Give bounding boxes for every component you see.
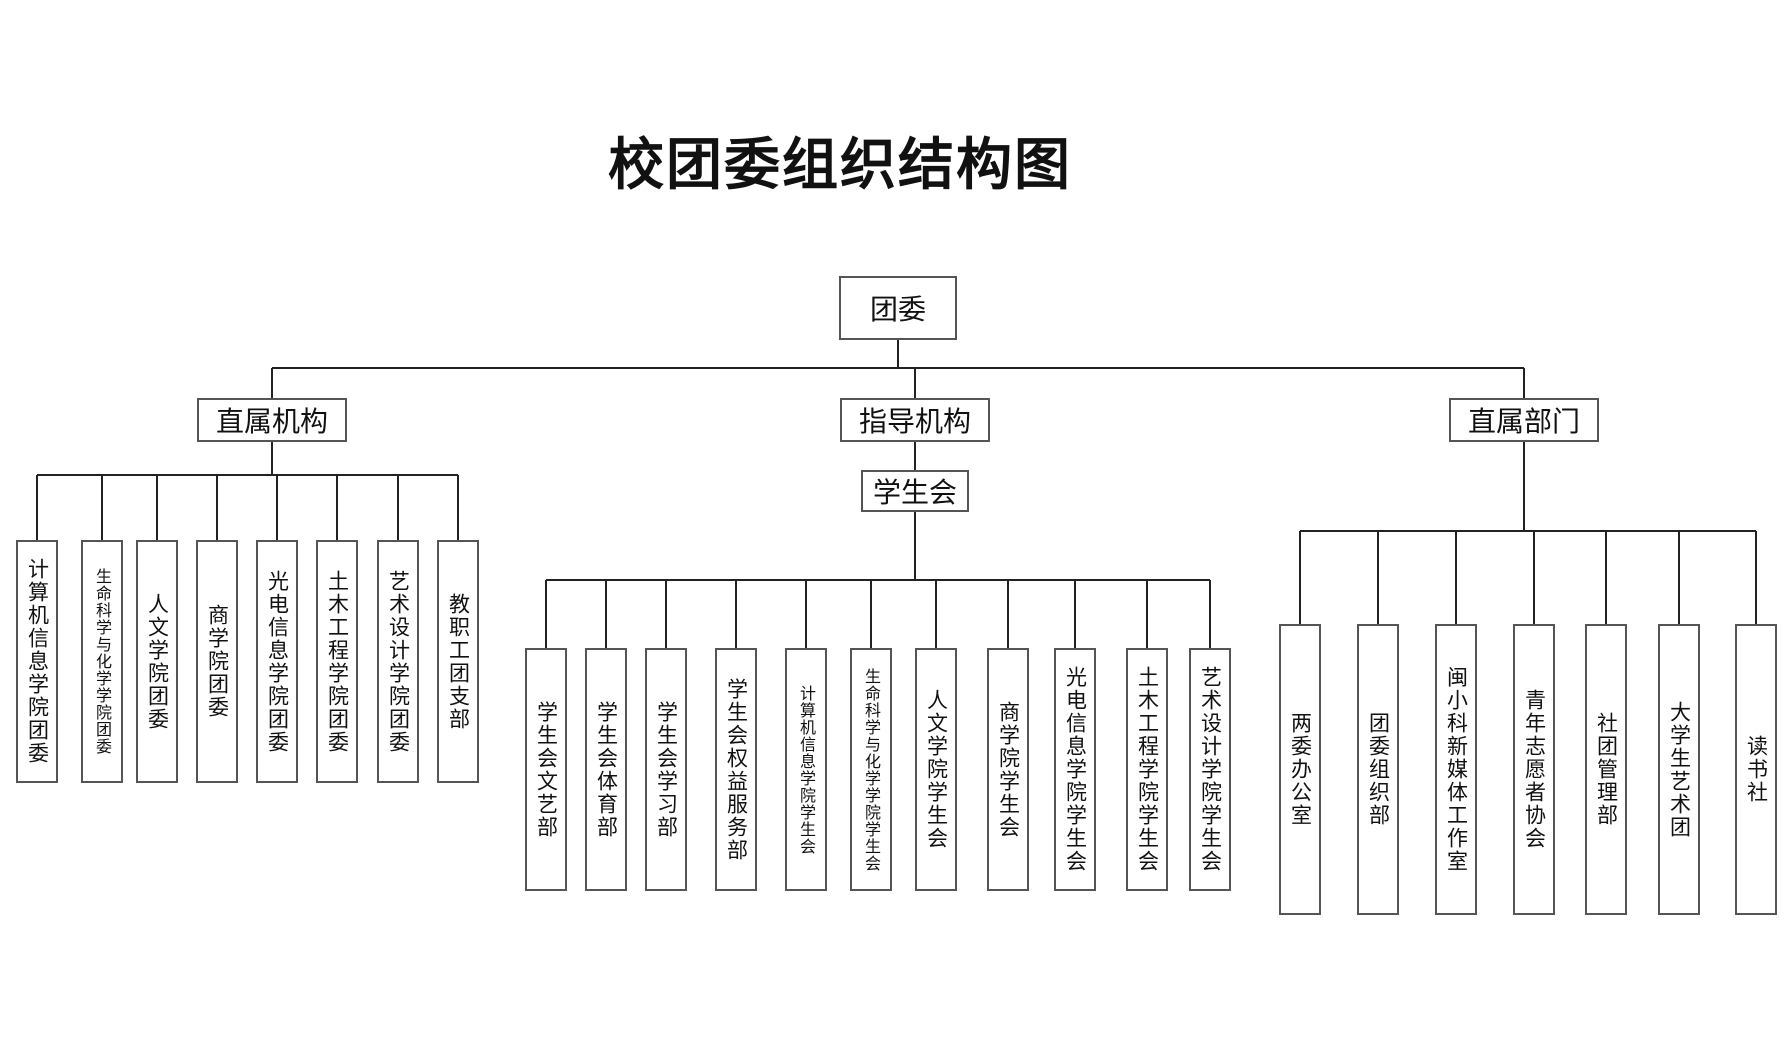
direct-org-unit-label: 艺术设计学院团委 [386, 569, 411, 754]
student-union-dept-label: 生命科学与化学学院学生会 [862, 667, 881, 872]
direct-org-unit: 计算机信息学院团委 [16, 540, 58, 783]
student-union-dept: 光电信息学院学生会 [1054, 648, 1096, 891]
direct-org-unit-label: 商学院团委 [205, 604, 230, 719]
direct-dept-unit-label: 团委组织部 [1366, 712, 1391, 827]
student-union-dept-label: 学生会文艺部 [534, 700, 559, 839]
direct-org-unit: 土木工程学院团委 [316, 540, 358, 783]
student-union-dept: 计算机信息学院学生会 [785, 648, 827, 891]
student-union-dept-label: 学生会权益服务部 [724, 677, 749, 862]
student-union-dept-label: 学生会学习部 [654, 700, 679, 839]
direct-dept-unit: 社团管理部 [1585, 624, 1627, 915]
branch-direct-dept: 直属部门 [1449, 398, 1599, 442]
direct-org-unit-label: 土木工程学院团委 [325, 569, 350, 754]
student-union-dept-label: 人文学院学生会 [924, 689, 949, 850]
direct-dept-unit-label: 读书社 [1744, 735, 1769, 804]
direct-org-unit: 教职工团支部 [437, 540, 479, 783]
student-union-dept-label: 艺术设计学院学生会 [1198, 666, 1223, 873]
student-union-dept: 商学院学生会 [987, 648, 1029, 891]
direct-dept-unit: 青年志愿者协会 [1513, 624, 1555, 915]
direct-org-unit: 生命科学与化学学院团委 [81, 540, 123, 783]
student-union-dept: 艺术设计学院学生会 [1189, 648, 1231, 891]
branch-guidance-org: 指导机构 [840, 398, 990, 442]
direct-org-unit-label: 计算机信息学院团委 [25, 558, 50, 765]
direct-org-unit: 光电信息学院团委 [256, 540, 298, 783]
direct-dept-unit-label: 闽小科新媒体工作室 [1444, 666, 1469, 873]
student-union-node: 学生会 [861, 470, 969, 512]
direct-dept-unit-label: 大学生艺术团 [1667, 700, 1692, 839]
student-union-dept: 学生会文艺部 [525, 648, 567, 891]
student-union-dept-label: 土木工程学院学生会 [1135, 666, 1160, 873]
direct-org-unit: 艺术设计学院团委 [377, 540, 419, 783]
root-node: 团委 [839, 276, 957, 340]
direct-org-unit-label: 人文学院团委 [145, 592, 170, 731]
direct-dept-unit-label: 两委办公室 [1288, 712, 1313, 827]
direct-dept-unit: 闽小科新媒体工作室 [1435, 624, 1477, 915]
student-union-dept-label: 学生会体育部 [594, 700, 619, 839]
direct-org-unit-label: 光电信息学院团委 [265, 569, 290, 754]
direct-dept-unit: 团委组织部 [1357, 624, 1399, 915]
chart-title: 校团委组织结构图 [608, 133, 1072, 198]
direct-dept-unit-label: 青年志愿者协会 [1522, 689, 1547, 850]
student-union-dept: 生命科学与化学学院学生会 [850, 648, 892, 891]
direct-org-unit-label: 教职工团支部 [446, 592, 471, 731]
direct-org-unit-label: 生命科学与化学学院团委 [93, 568, 112, 755]
student-union-dept: 学生会体育部 [585, 648, 627, 891]
direct-dept-unit: 两委办公室 [1279, 624, 1321, 915]
student-union-dept-label: 光电信息学院学生会 [1063, 666, 1088, 873]
student-union-dept-label: 计算机信息学院学生会 [797, 684, 816, 855]
student-union-dept: 人文学院学生会 [915, 648, 957, 891]
direct-dept-unit: 大学生艺术团 [1658, 624, 1700, 915]
branch-direct-org: 直属机构 [197, 398, 347, 442]
student-union-dept: 学生会权益服务部 [715, 648, 757, 891]
direct-dept-unit-label: 社团管理部 [1594, 712, 1619, 827]
student-union-dept-label: 商学院学生会 [996, 700, 1021, 839]
student-union-dept: 土木工程学院学生会 [1126, 648, 1168, 891]
direct-org-unit: 商学院团委 [196, 540, 238, 783]
direct-org-unit: 人文学院团委 [136, 540, 178, 783]
direct-dept-unit: 读书社 [1735, 624, 1777, 915]
student-union-dept: 学生会学习部 [645, 648, 687, 891]
